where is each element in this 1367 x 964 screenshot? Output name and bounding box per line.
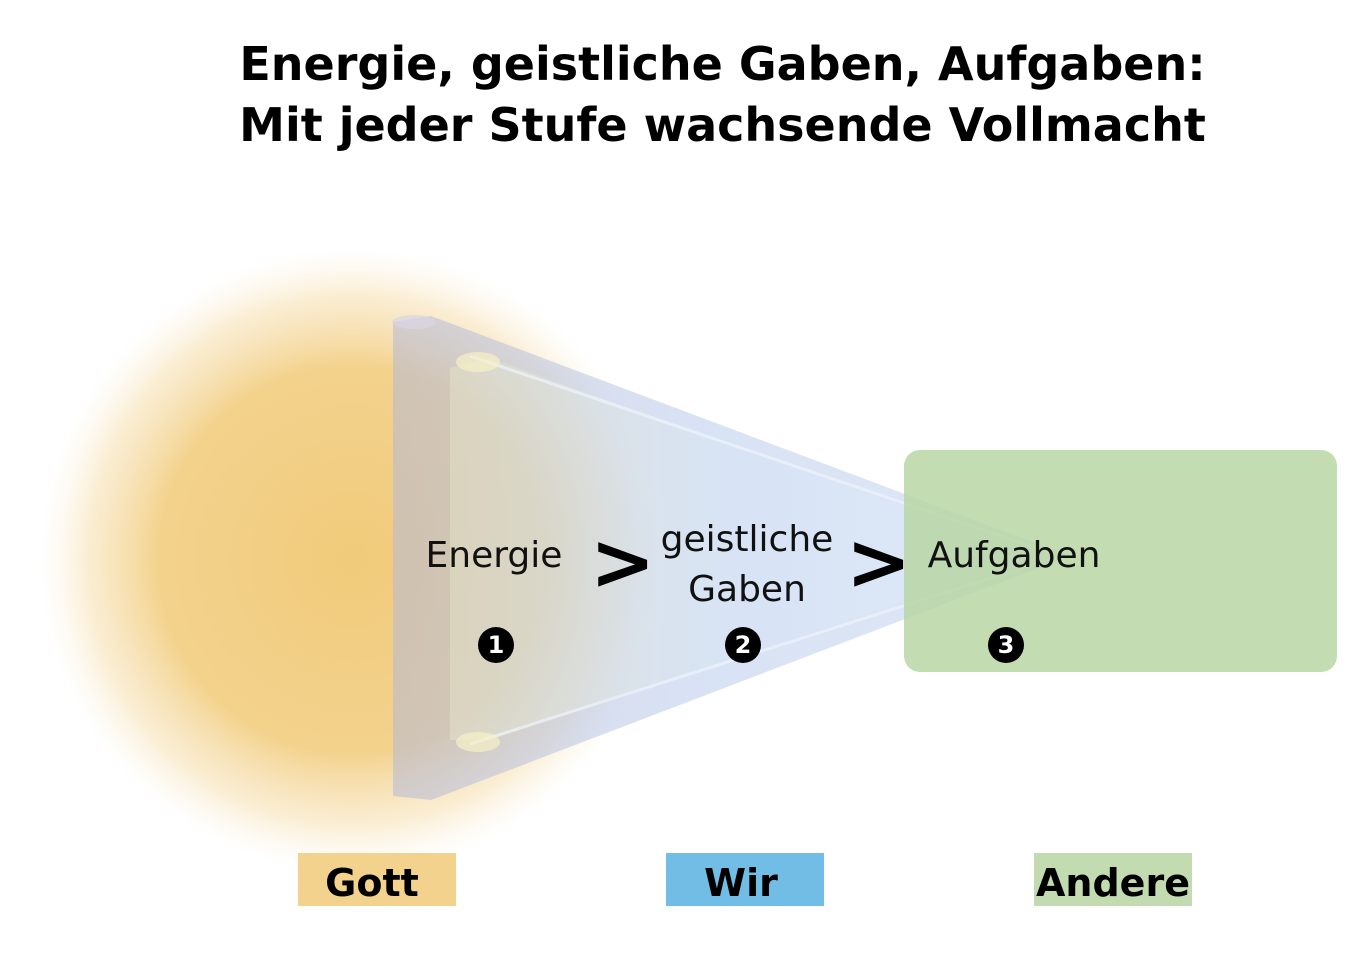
tag-gott: Gott bbox=[325, 861, 419, 905]
stage-number-3: 3 bbox=[988, 627, 1024, 663]
tag-andere-bg bbox=[1034, 853, 1192, 906]
tag-wir: Wir bbox=[704, 861, 778, 905]
prism-highlight-top bbox=[456, 352, 500, 372]
prism-inner-face bbox=[450, 358, 1040, 740]
stage-label-gaben: Gaben bbox=[688, 569, 806, 610]
prism-highlight-bottom bbox=[456, 732, 500, 752]
title-line-2: Mit jeder Stufe wachsende Vollmacht bbox=[239, 98, 1206, 152]
diagram-title: Energie, geistliche Gaben, Aufgaben: Mit… bbox=[0, 34, 1367, 156]
tag-gott-bg bbox=[298, 853, 456, 906]
stage-label-geistliche: geistliche bbox=[660, 519, 834, 560]
stage-number-1: 1 bbox=[478, 627, 514, 663]
title-line-1: Energie, geistliche Gaben, Aufgaben: bbox=[239, 37, 1206, 91]
stage-label-geistliche-gaben: geistliche Gaben bbox=[654, 520, 840, 610]
stage-label-aufgaben: Aufgaben bbox=[927, 535, 1101, 576]
andere-box bbox=[904, 450, 1337, 672]
stage-number-2: 2 bbox=[725, 627, 761, 663]
tag-andere: Andere bbox=[1036, 861, 1190, 905]
stage-label-energie: Energie bbox=[425, 535, 563, 576]
arrow-1: > bbox=[590, 518, 656, 608]
prism-top-cap bbox=[392, 315, 436, 329]
arrow-2: > bbox=[846, 518, 912, 608]
tag-wir-bg bbox=[666, 853, 824, 906]
